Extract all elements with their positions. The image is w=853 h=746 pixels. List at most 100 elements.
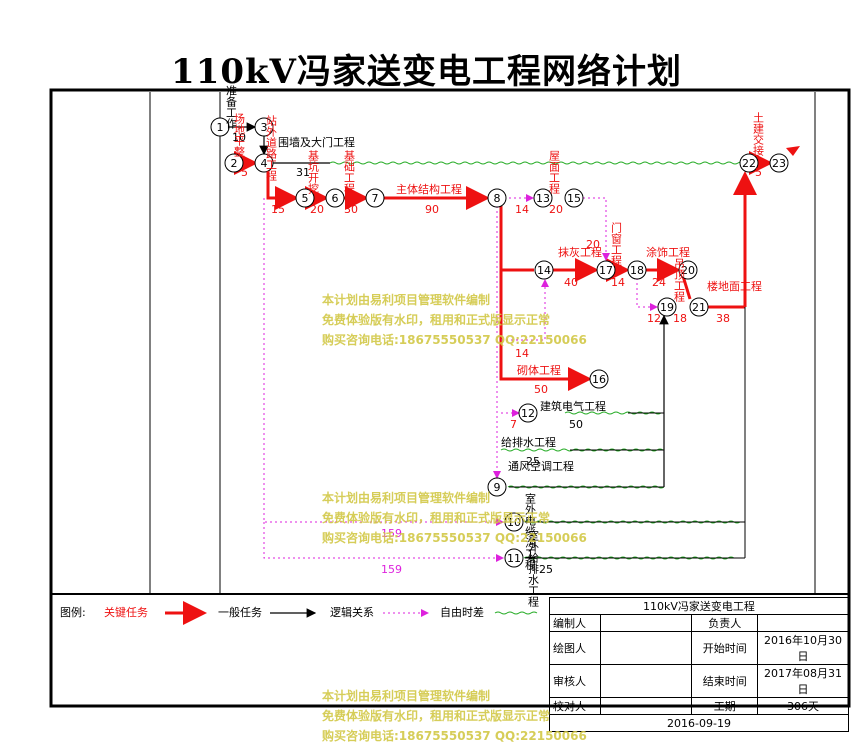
- value-author: [600, 614, 693, 632]
- node-6: 6: [325, 188, 345, 208]
- watermark-line: 本计划由易利项目管理软件编制: [322, 293, 491, 307]
- task-label-doors: 门窗工程: [610, 221, 623, 267]
- node-21: 21: [689, 297, 709, 317]
- node-label: 7: [372, 192, 379, 205]
- label-drawer: 绘图人: [548, 631, 602, 665]
- node-label: 9: [494, 481, 501, 494]
- node-label: 3: [261, 121, 268, 134]
- node-17: 17: [596, 260, 616, 280]
- node-label: 4: [261, 157, 268, 170]
- task-duration: 24: [652, 276, 666, 289]
- node-label: 5: [302, 192, 309, 205]
- node-label: 12: [521, 407, 535, 420]
- node-label: 11: [507, 552, 521, 565]
- task-label-floor: 楼地面工程: [707, 279, 762, 293]
- task-duration: 5: [241, 166, 248, 179]
- task-duration: 25: [539, 563, 553, 576]
- task-duration: 14: [515, 203, 529, 216]
- value-start: 2016年10月30日: [757, 631, 849, 665]
- node-8: 8: [487, 188, 507, 208]
- task-duration: 18: [673, 312, 687, 325]
- node-2: 2: [224, 153, 244, 173]
- task-duration: 20: [310, 203, 324, 216]
- task-duration: 159: [381, 527, 402, 540]
- critical-path: [234, 151, 773, 391]
- watermark: 本计划由易利项目管理软件编制 免费体验版有水印，租用和正式版显示正常 购买咨询电…: [322, 290, 587, 350]
- task-duration: 50: [534, 383, 548, 396]
- task-duration: 20: [549, 203, 563, 216]
- task-label-site-level: 场地平整: [233, 112, 246, 157]
- legend-logic: 逻辑关系: [330, 606, 374, 619]
- free-float-links: [744, 307, 746, 558]
- node-label: 19: [660, 301, 674, 314]
- value-reviewer: [600, 664, 693, 698]
- task-label-wall: 围墙及大门工程: [278, 135, 355, 149]
- title-block: 110kV冯家送变电工程 编制人 负责人 绘图人 开始时间 2016年10月30…: [548, 597, 849, 732]
- outer-frame: [49, 88, 851, 708]
- flag-icon: [786, 146, 800, 156]
- task-duration: 159: [381, 563, 402, 576]
- node-label: 8: [494, 192, 501, 205]
- node-label: 20: [681, 264, 695, 277]
- watermark: 本计划由易利项目管理软件编制 免费体验版有水印，租用和正式版显示正常 购买咨询电…: [322, 488, 587, 548]
- plain-links: [509, 412, 745, 559]
- watermark-line: 免费体验版有水印，租用和正式版显示正常: [322, 313, 551, 327]
- watermark-line: 购买咨询电话:18675550537 QQ:22150066: [322, 531, 587, 545]
- task-duration: 5: [755, 166, 762, 179]
- node-11: 11: [504, 548, 524, 568]
- logic-path: [263, 194, 658, 562]
- task-labels: 准备工作 10 场地平整 5 站外道路工程 15 围墙及大门工程 31 基坑开挖…: [225, 85, 765, 608]
- node-13: 13: [533, 188, 553, 208]
- label-duration: 工期: [691, 697, 758, 715]
- node-label: 22: [742, 157, 756, 170]
- task-duration: 90: [425, 203, 439, 216]
- value-drawer: [600, 631, 693, 665]
- task-label-excavation: 基坑开挖: [307, 150, 320, 194]
- task-label-paint: 涂饰工程: [646, 245, 690, 259]
- task-duration: 30: [344, 203, 358, 216]
- node-label: 10: [507, 516, 521, 529]
- node-label: 2: [231, 157, 238, 170]
- node-3: 3: [254, 117, 274, 137]
- value-checker: [600, 697, 693, 715]
- node-20: 20: [678, 260, 698, 280]
- label-author: 编制人: [548, 614, 602, 632]
- value-duration: 306天: [757, 697, 849, 715]
- label-reviewer: 审核人: [548, 664, 602, 698]
- task-label-foundation: 基础工程: [343, 150, 356, 195]
- watermark-line: 本计划由易利项目管理软件编制: [322, 689, 491, 703]
- legend-label: 图例:: [60, 606, 86, 619]
- node-label: 17: [599, 264, 613, 277]
- task-duration: 25: [526, 455, 540, 468]
- task-duration: 50: [569, 418, 583, 431]
- node-label: 14: [537, 264, 551, 277]
- node-18: 18: [627, 260, 647, 280]
- node-label: 15: [567, 192, 581, 205]
- task-duration: 14: [515, 347, 529, 360]
- node-label: 18: [630, 264, 644, 277]
- node-23: 23: [769, 153, 789, 173]
- node-4: 4: [254, 153, 274, 173]
- node-12: 12: [518, 403, 538, 423]
- label-start: 开始时间: [691, 631, 758, 665]
- watermark-line: 本计划由易利项目管理软件编制: [322, 491, 491, 505]
- task-label-road: 站外道路工程: [265, 114, 278, 182]
- task-duration: 7: [510, 418, 517, 431]
- node-19: 19: [657, 297, 677, 317]
- node-7: 7: [365, 188, 385, 208]
- task-label-hvac: 通风空调工程: [508, 459, 574, 473]
- node-14: 14: [534, 260, 554, 280]
- task-label-plaster: 抹灰工程: [558, 245, 602, 259]
- node-1: 1: [210, 117, 230, 137]
- task-duration: 14: [611, 276, 625, 289]
- task-duration: 40: [564, 276, 578, 289]
- node-9: 9: [487, 477, 507, 497]
- node-10: 10: [504, 512, 524, 532]
- node-15: 15: [564, 188, 584, 208]
- task-label-plumbing: 给排水工程: [501, 435, 556, 449]
- task-duration: 38: [716, 312, 730, 325]
- plan-date: 2016-09-19: [549, 714, 849, 732]
- node-label: 1: [217, 121, 224, 134]
- value-end: 2017年08月31日: [757, 664, 849, 698]
- task-duration: 12: [647, 312, 661, 325]
